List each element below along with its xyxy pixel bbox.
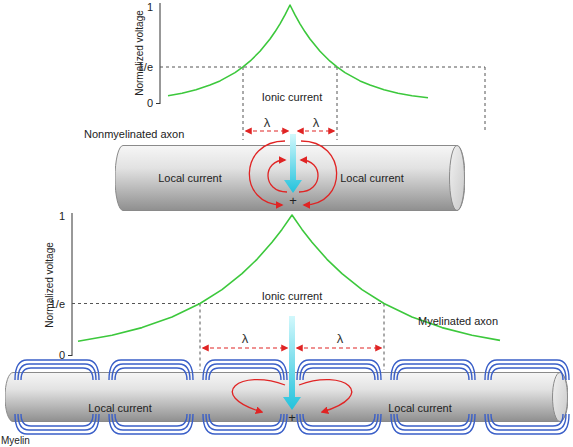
lambda-arrow [246, 130, 288, 131]
lambda-arrows [203, 131, 381, 348]
axon-label: Nonmyelinated axon [84, 129, 184, 140]
current-label: Local current [88, 403, 152, 414]
lambda-boundary [200, 304, 201, 371]
voltage-curve [78, 215, 500, 341]
bottom-plot [68, 213, 500, 370]
current-label: Local current [158, 173, 222, 184]
axon-label: Myelinated axon [418, 316, 498, 327]
length-constant: λ [313, 116, 320, 129]
myelin-sheath [15, 360, 99, 434]
axis-tick-mark [68, 355, 72, 356]
ionic-current-arrows [283, 134, 302, 410]
current-label: Ionic current [262, 291, 323, 302]
cylinder-end [553, 373, 568, 422]
lambda-arrow [298, 130, 334, 131]
lambda-arrow [203, 347, 287, 348]
axis-tick-label: 0 [59, 350, 65, 361]
guide-line [485, 67, 486, 130]
y-axis [72, 213, 73, 356]
axis-tick-label: 1/e [50, 299, 65, 310]
myelin-sheath [297, 360, 381, 434]
myelin-sheaths [15, 360, 569, 434]
axon-cylinder: Local current Local current + [5, 372, 568, 422]
charge-sign: + [288, 411, 296, 424]
axis-title: Normalized voltage [135, 10, 145, 96]
one-over-e-line [72, 303, 385, 304]
length-constant: λ [337, 332, 344, 345]
length-constant: λ [242, 332, 249, 345]
lambda-boundary [243, 67, 244, 140]
axis-tick-label: 1/e [138, 62, 153, 73]
cylinder-shape [5, 372, 568, 422]
guide-lines [160, 67, 485, 140]
ionic-arrow [284, 134, 302, 193]
lambda-boundary [384, 304, 385, 371]
y-axis [160, 3, 161, 104]
current-loop [299, 160, 318, 192]
current-loop [232, 380, 285, 412]
guide-lines [72, 304, 385, 371]
current-loop [249, 141, 285, 205]
current-loop [299, 380, 352, 412]
current-loop [301, 141, 337, 205]
myelin-sheath [391, 360, 475, 434]
myelin-sheath [485, 360, 569, 434]
ionic-arrow [283, 316, 301, 410]
current-label: Local current [340, 173, 404, 184]
axon-cylinder: Local current Local current + [115, 145, 465, 211]
cylinder-body [115, 146, 465, 211]
tissue-label: Myelin [1, 436, 30, 446]
length-constant: λ [264, 116, 271, 129]
myelin-sheath [203, 360, 287, 434]
cylinder-body [5, 373, 568, 422]
lambda-boundary [337, 67, 338, 140]
charge-sign: + [289, 194, 297, 207]
current-label: Local current [388, 403, 452, 414]
axis-tick-label: 0 [147, 98, 153, 109]
myelin-sheath [109, 360, 193, 434]
axis-title: Normalized voltage [45, 242, 55, 328]
local-current-loops [232, 141, 351, 412]
top-plot [156, 3, 485, 140]
current-label: Ionic current [262, 92, 323, 103]
one-over-e-line [160, 67, 485, 68]
cylinder-end [450, 146, 465, 211]
current-loop [268, 160, 287, 192]
voltage-curve [168, 5, 428, 98]
axis-tick-label: 1 [147, 2, 153, 13]
lambda-arrow [297, 347, 381, 348]
axis-tick-label: 1 [59, 211, 65, 222]
axis-tick-mark [156, 103, 160, 104]
